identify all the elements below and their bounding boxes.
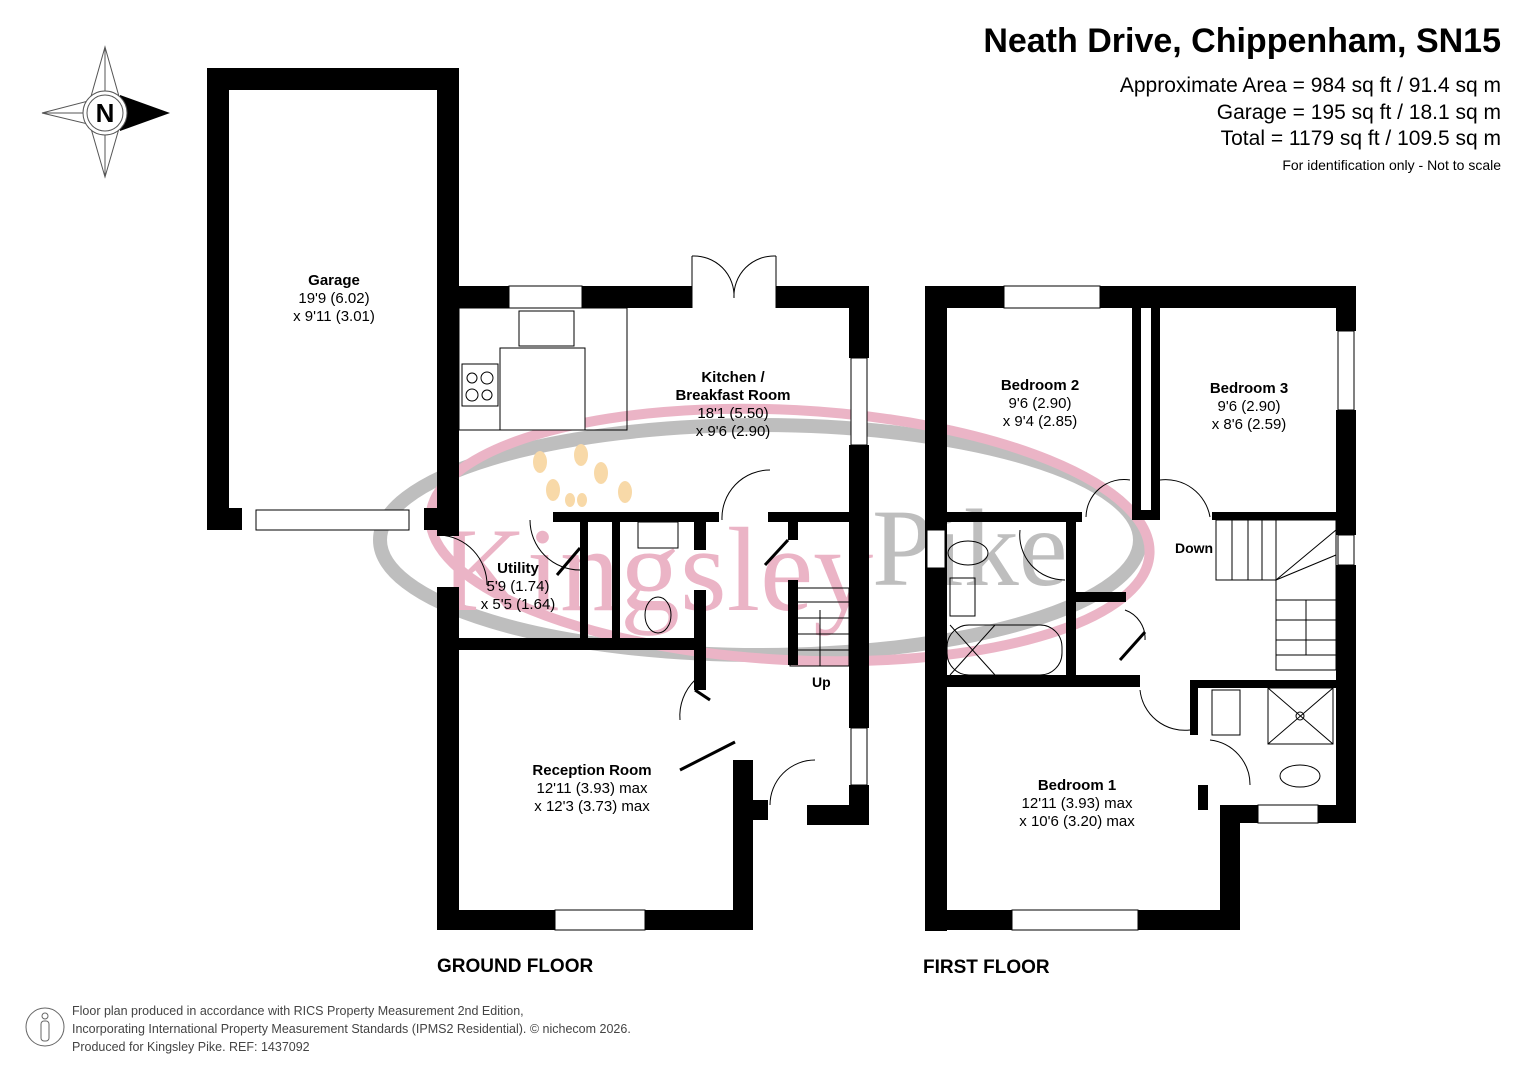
- scale-note: For identification only - Not to scale: [1282, 157, 1501, 173]
- first-floor-walls: [925, 286, 1356, 931]
- garage-area: Garage = 195 sq ft / 18.1 sq m: [1216, 101, 1501, 124]
- first-floor-label: FIRST FLOOR: [923, 957, 1050, 978]
- stairs-up-label: Up: [812, 674, 831, 690]
- svg-text:Kingsley: Kingsley: [440, 503, 873, 636]
- ground-floor-label: GROUND FLOOR: [437, 956, 594, 977]
- footer-disclaimer: Floor plan produced in accordance with R…: [72, 1004, 631, 1054]
- room-label-bedroom-3: Bedroom 3 9'6 (2.90) x 8'6 (2.59): [1209, 380, 1289, 433]
- approximate-area: Approximate Area = 984 sq ft / 91.4 sq m: [1119, 74, 1501, 97]
- room-label-kitchen-breakfast: Kitchen / Breakfast Room 18'1 (5.50) x 9…: [675, 369, 791, 440]
- svg-text:N: N: [96, 98, 115, 128]
- svg-text:Pike: Pike: [872, 487, 1068, 609]
- room-label-bedroom-1: Bedroom 1 12'11 (3.93) max x 10'6 (3.20)…: [1019, 777, 1135, 830]
- room-label-garage: Garage 19'9 (6.02) x 9'11 (3.01): [293, 272, 375, 325]
- watermark-logo: Kingsley Pike: [373, 403, 1155, 667]
- room-label-reception: Reception Room 12'11 (3.93) max x 12'3 (…: [532, 762, 652, 815]
- person-measurement-icon: [25, 1007, 65, 1047]
- property-title: Neath Drive, Chippenham, SN15: [983, 22, 1501, 60]
- compass-north-icon: N: [41, 45, 170, 179]
- ground-floor-walls: [437, 286, 869, 930]
- stairs-down-label: Down: [1175, 540, 1214, 556]
- room-label-utility: Utility 5'9 (1.74) x 5'5 (1.64): [480, 560, 556, 613]
- room-label-bedroom-2: Bedroom 2 9'6 (2.90) x 9'4 (2.85): [1000, 377, 1080, 430]
- total-area: Total = 1179 sq ft / 109.5 sq m: [1220, 127, 1501, 150]
- garage-door: [255, 509, 410, 531]
